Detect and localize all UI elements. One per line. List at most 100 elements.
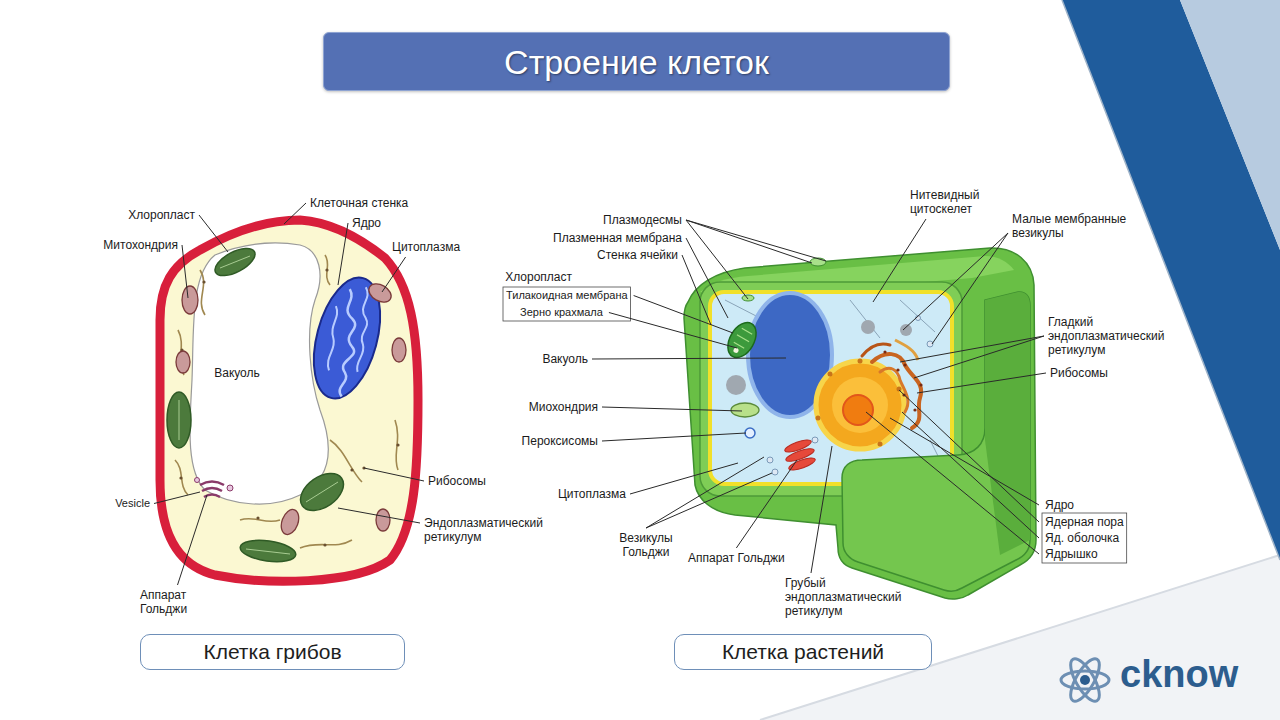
label-bracket-box bbox=[1042, 513, 1127, 563]
leader-line bbox=[903, 233, 1008, 330]
leader-line bbox=[602, 433, 746, 441]
rough-endoplasmic-reticulum bbox=[872, 354, 921, 428]
logo-icon bbox=[1065, 655, 1105, 706]
chloroplast bbox=[722, 318, 762, 363]
golgi-apparatus bbox=[200, 482, 224, 486]
chloroplast bbox=[733, 328, 753, 349]
leader-line bbox=[866, 412, 1039, 554]
chloroplast-thylakoid bbox=[306, 482, 338, 502]
part-label: Гладкий эндоплазматический ретикулум bbox=[1048, 315, 1178, 357]
part-label: Аппарат Гольджи bbox=[688, 551, 785, 565]
leader-line bbox=[873, 219, 926, 302]
cytoskeleton bbox=[850, 300, 880, 338]
endoplasmic-reticulum bbox=[200, 270, 205, 315]
mitochondrion bbox=[731, 403, 759, 417]
ribosome bbox=[179, 476, 182, 479]
vacuole bbox=[190, 243, 328, 504]
part-label: Рибосомы bbox=[428, 474, 486, 488]
endoplasmic-reticulum bbox=[300, 540, 352, 548]
part-label: Малые мембранные везикулы bbox=[1012, 212, 1142, 240]
fungal-cell bbox=[160, 220, 418, 581]
part-label: Везикулы Гольджи bbox=[610, 531, 682, 559]
vesicle bbox=[195, 478, 234, 492]
mitochondrion bbox=[376, 509, 390, 531]
cell-wall bbox=[684, 248, 1036, 599]
chloroplast-thylakoid bbox=[220, 256, 250, 268]
leader-line bbox=[199, 215, 228, 252]
chloroplast-thylakoid bbox=[246, 549, 290, 554]
caption-text: Клетка растений bbox=[722, 639, 884, 665]
leader-line bbox=[178, 495, 208, 585]
grey-vesicle bbox=[900, 324, 912, 336]
plant-cell bbox=[684, 248, 1036, 599]
rough-endoplasmic-reticulum bbox=[903, 363, 906, 366]
leader-line bbox=[902, 412, 1039, 538]
part-label: Ядрышко bbox=[1045, 547, 1098, 561]
part-label: Грубый эндоплазматический ретикулум bbox=[785, 576, 915, 618]
leader-line bbox=[338, 223, 348, 285]
leader-line bbox=[364, 468, 424, 481]
mitochondrion bbox=[176, 280, 406, 537]
peroxisome bbox=[745, 428, 755, 438]
ribosome bbox=[396, 443, 399, 446]
leader-line bbox=[338, 508, 420, 523]
part-label: Цитоплазма bbox=[558, 487, 626, 501]
golgi-apparatus bbox=[202, 488, 222, 491]
nucleus bbox=[828, 372, 833, 377]
part-label: Рибосомы bbox=[1050, 366, 1108, 380]
grey-vesicle bbox=[726, 375, 746, 395]
plasmodesma bbox=[742, 258, 826, 301]
part-label: Миохондрия bbox=[529, 400, 598, 414]
part-label: Аппарат Гольджи bbox=[140, 588, 215, 616]
nucleus bbox=[858, 359, 863, 364]
plasmodesma bbox=[810, 258, 826, 266]
small-vesicle bbox=[772, 469, 778, 475]
slide-background bbox=[1180, 0, 1280, 250]
part-label: Нитевидный цитоскелет bbox=[910, 188, 990, 216]
mitochondrion bbox=[182, 286, 198, 314]
smooth-endoplasmic-reticulum bbox=[895, 340, 918, 360]
leader-line bbox=[932, 233, 1008, 344]
logo-icon bbox=[1061, 655, 1109, 706]
vesicle bbox=[227, 485, 233, 491]
nucleus bbox=[816, 359, 905, 450]
part-label: Vesicle bbox=[115, 497, 150, 510]
part-label: Вакуоль bbox=[542, 352, 588, 366]
part-label: Вакуоль bbox=[214, 366, 260, 380]
endoplasmic-reticulum bbox=[175, 255, 398, 548]
ribosome bbox=[256, 516, 259, 519]
rough-endoplasmic-reticulum bbox=[913, 408, 916, 411]
leader-line bbox=[382, 257, 406, 292]
part-label: Тилакоидная мембрана bbox=[506, 289, 628, 302]
cell-block-front bbox=[842, 292, 1030, 591]
part-label: Митохондрия bbox=[103, 238, 178, 252]
nucleus bbox=[319, 306, 345, 370]
chloroplast bbox=[211, 243, 259, 281]
vesicle bbox=[195, 478, 200, 483]
rough-endoplasmic-reticulum bbox=[880, 368, 908, 412]
rough-endoplasmic-reticulum bbox=[896, 368, 899, 371]
rough-endoplasmic-reticulum bbox=[862, 344, 890, 356]
chloroplast bbox=[239, 537, 297, 565]
leader-line bbox=[914, 336, 1044, 378]
part-label: Плазменная мембрана bbox=[553, 231, 682, 245]
leader-line bbox=[634, 296, 733, 334]
logo-icon bbox=[1065, 655, 1105, 706]
leader-line bbox=[646, 473, 772, 528]
nucleus bbox=[878, 442, 883, 447]
part-label: Стенка ячейки bbox=[597, 248, 678, 262]
brand-logo: cknow bbox=[1120, 652, 1238, 696]
rough-endoplasmic-reticulum bbox=[862, 344, 923, 428]
caption-box: Клетка растений bbox=[674, 634, 932, 670]
leader-line bbox=[602, 407, 742, 411]
mitochondrion bbox=[392, 338, 406, 362]
leader-line bbox=[736, 460, 797, 548]
golgi-apparatus bbox=[783, 437, 816, 472]
label-bracket-box bbox=[503, 287, 631, 321]
leader-line bbox=[182, 245, 188, 298]
chloroplast bbox=[167, 243, 350, 565]
part-label: Плазмодесмы bbox=[603, 213, 682, 227]
